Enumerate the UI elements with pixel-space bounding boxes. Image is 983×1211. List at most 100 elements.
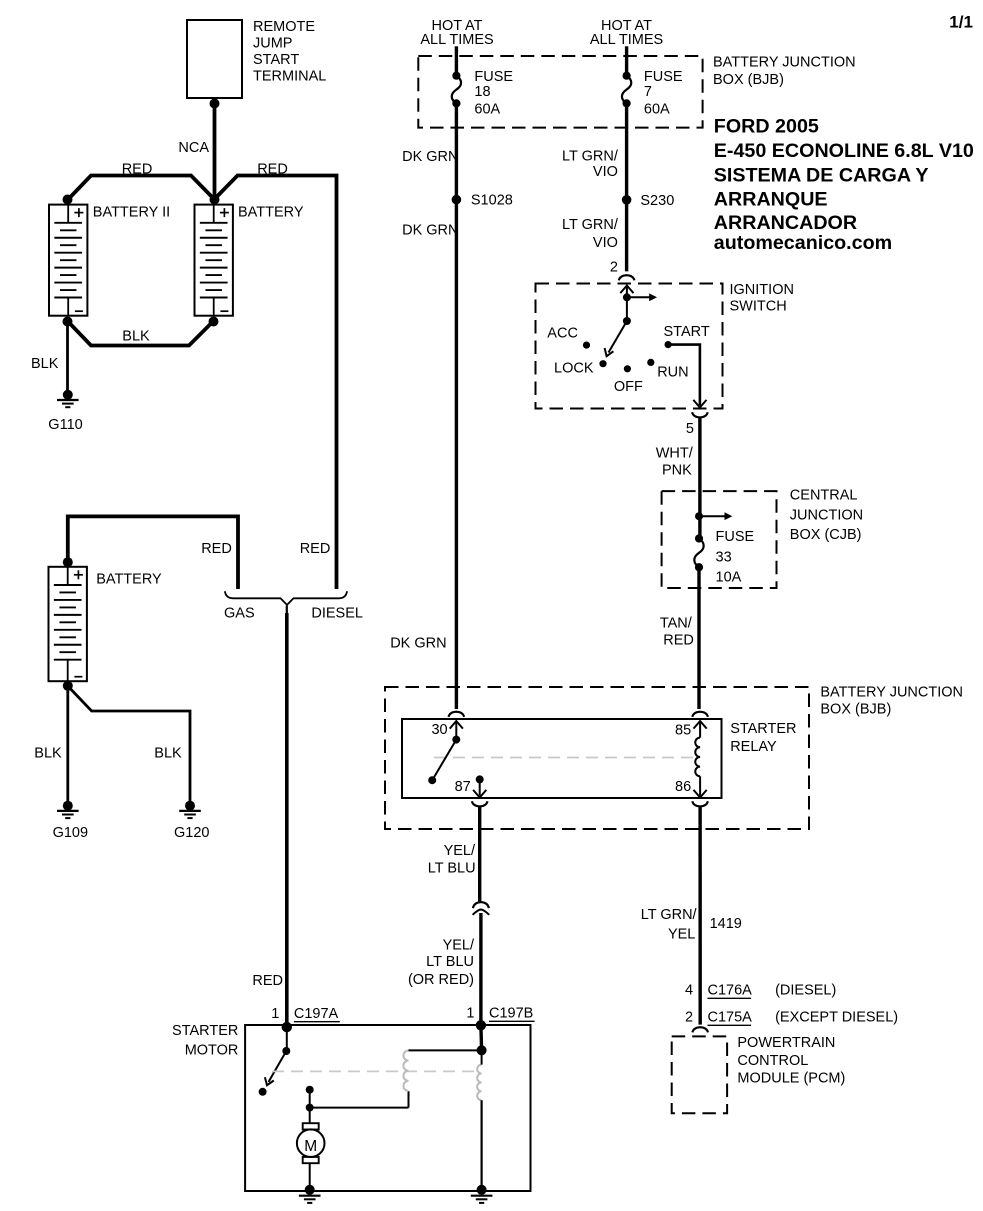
svg-text:YEL: YEL bbox=[668, 926, 695, 942]
svg-text:ACC: ACC bbox=[547, 325, 578, 341]
svg-text:G120: G120 bbox=[174, 825, 209, 841]
svg-text:automecanico.com: automecanico.com bbox=[714, 232, 892, 254]
svg-text:(OR RED): (OR RED) bbox=[408, 972, 474, 988]
svg-text:MODULE (PCM): MODULE (PCM) bbox=[737, 1071, 845, 1087]
svg-text:ARRANCADOR: ARRANCADOR bbox=[714, 212, 857, 234]
svg-text:HOT AT: HOT AT bbox=[601, 18, 652, 34]
svg-text:C175A: C175A bbox=[708, 1010, 753, 1026]
svg-text:BOX (CJB): BOX (CJB) bbox=[790, 527, 862, 543]
svg-text:C197A: C197A bbox=[294, 1006, 339, 1022]
svg-text:LT GRN/: LT GRN/ bbox=[641, 907, 698, 923]
svg-text:M: M bbox=[304, 1138, 317, 1155]
svg-text:86: 86 bbox=[675, 779, 691, 795]
svg-text:JUNCTION: JUNCTION bbox=[790, 507, 863, 523]
svg-text:FUSE: FUSE bbox=[716, 529, 755, 545]
svg-text:30: 30 bbox=[431, 722, 447, 738]
svg-text:7: 7 bbox=[644, 84, 652, 100]
svg-text:STARTER: STARTER bbox=[172, 1023, 238, 1039]
svg-text:(DIESEL): (DIESEL) bbox=[775, 983, 836, 999]
svg-text:GAS: GAS bbox=[224, 605, 255, 621]
svg-text:G109: G109 bbox=[53, 825, 88, 841]
svg-text:RED: RED bbox=[252, 973, 283, 989]
svg-text:VIO: VIO bbox=[593, 235, 618, 251]
svg-text:RED: RED bbox=[300, 541, 331, 557]
svg-text:TAN/: TAN/ bbox=[660, 615, 693, 631]
svg-text:1: 1 bbox=[271, 1006, 279, 1022]
svg-text:2: 2 bbox=[610, 259, 618, 275]
svg-text:2: 2 bbox=[685, 1010, 693, 1026]
svg-text:DK GRN: DK GRN bbox=[390, 635, 446, 651]
svg-text:ALL TIMES: ALL TIMES bbox=[420, 32, 493, 48]
svg-text:LT BLU: LT BLU bbox=[428, 860, 476, 876]
svg-text:(EXCEPT DIESEL): (EXCEPT DIESEL) bbox=[775, 1010, 898, 1026]
svg-text:HOT AT: HOT AT bbox=[431, 18, 482, 34]
svg-text:RELAY: RELAY bbox=[730, 739, 777, 755]
svg-text:BLK: BLK bbox=[122, 329, 150, 345]
svg-text:RED: RED bbox=[663, 632, 694, 648]
svg-text:LT GRN/: LT GRN/ bbox=[562, 217, 619, 233]
svg-text:BOX (BJB): BOX (BJB) bbox=[820, 702, 891, 718]
svg-text:87: 87 bbox=[455, 779, 471, 795]
svg-text:START: START bbox=[253, 52, 299, 68]
svg-text:CENTRAL: CENTRAL bbox=[790, 488, 858, 504]
svg-text:BATTERY: BATTERY bbox=[96, 571, 162, 587]
svg-text:S1028: S1028 bbox=[471, 193, 513, 209]
svg-text:ALL TIMES: ALL TIMES bbox=[590, 32, 663, 48]
svg-text:RED: RED bbox=[201, 541, 232, 557]
svg-text:DK GRN: DK GRN bbox=[402, 149, 458, 165]
svg-text:FORD 2005: FORD 2005 bbox=[714, 116, 819, 138]
svg-text:C176A: C176A bbox=[708, 983, 753, 999]
svg-text:BLK: BLK bbox=[31, 356, 59, 372]
svg-text:18: 18 bbox=[474, 84, 490, 100]
svg-text:G110: G110 bbox=[48, 417, 82, 433]
svg-text:START: START bbox=[664, 324, 710, 340]
svg-text:1: 1 bbox=[466, 1006, 474, 1022]
svg-text:S230: S230 bbox=[640, 193, 674, 209]
svg-text:5: 5 bbox=[686, 421, 694, 437]
svg-text:BATTERY JUNCTION: BATTERY JUNCTION bbox=[713, 55, 856, 71]
svg-text:OFF: OFF bbox=[614, 379, 643, 395]
svg-text:PNK: PNK bbox=[662, 462, 692, 478]
svg-text:RUN: RUN bbox=[657, 365, 688, 381]
svg-text:SWITCH: SWITCH bbox=[730, 299, 787, 315]
svg-text:C197B: C197B bbox=[489, 1006, 533, 1022]
svg-text:REMOTE: REMOTE bbox=[253, 19, 315, 35]
svg-text:BATTERY: BATTERY bbox=[238, 205, 304, 221]
svg-text:LOCK: LOCK bbox=[554, 360, 594, 376]
svg-text:STARTER: STARTER bbox=[730, 721, 796, 737]
svg-text:YEL/: YEL/ bbox=[444, 843, 476, 859]
svg-text:BATTERY JUNCTION: BATTERY JUNCTION bbox=[820, 684, 963, 700]
svg-text:JUMP: JUMP bbox=[253, 36, 292, 52]
svg-text:NCA: NCA bbox=[178, 140, 209, 156]
svg-text:BLK: BLK bbox=[154, 745, 182, 761]
svg-text:CONTROL: CONTROL bbox=[737, 1053, 808, 1069]
svg-text:DK GRN: DK GRN bbox=[402, 223, 458, 239]
svg-text:1/1: 1/1 bbox=[949, 13, 973, 32]
svg-text:VIO: VIO bbox=[593, 164, 618, 180]
svg-text:BOX (BJB): BOX (BJB) bbox=[713, 72, 784, 88]
svg-text:4: 4 bbox=[685, 983, 693, 999]
svg-text:DIESEL: DIESEL bbox=[311, 605, 363, 621]
svg-text:POWERTRAIN: POWERTRAIN bbox=[737, 1035, 835, 1051]
svg-text:YEL/: YEL/ bbox=[443, 938, 475, 954]
svg-text:85: 85 bbox=[675, 723, 691, 739]
svg-text:RED: RED bbox=[122, 162, 153, 178]
svg-text:60A: 60A bbox=[474, 101, 500, 117]
svg-text:E-450 ECONOLINE 6.8L V10: E-450 ECONOLINE 6.8L V10 bbox=[714, 140, 974, 162]
svg-text:RED: RED bbox=[257, 162, 288, 178]
svg-text:MOTOR: MOTOR bbox=[185, 1042, 239, 1058]
svg-text:LT BLU: LT BLU bbox=[426, 954, 474, 970]
svg-text:LT GRN/: LT GRN/ bbox=[562, 149, 619, 165]
svg-text:TERMINAL: TERMINAL bbox=[253, 69, 326, 85]
svg-text:IGNITION: IGNITION bbox=[730, 282, 794, 298]
svg-text:WHT/: WHT/ bbox=[656, 446, 694, 462]
svg-text:SISTEMA DE CARGA Y: SISTEMA DE CARGA Y bbox=[714, 165, 929, 187]
svg-text:1419: 1419 bbox=[710, 916, 742, 932]
svg-text:BATTERY II: BATTERY II bbox=[93, 205, 170, 221]
svg-text:33: 33 bbox=[716, 550, 732, 566]
svg-text:ARRANQUE: ARRANQUE bbox=[714, 188, 828, 210]
svg-text:60A: 60A bbox=[644, 101, 670, 117]
svg-text:FUSE: FUSE bbox=[644, 69, 683, 85]
svg-text:BLK: BLK bbox=[34, 745, 62, 761]
svg-text:FUSE: FUSE bbox=[474, 69, 513, 85]
